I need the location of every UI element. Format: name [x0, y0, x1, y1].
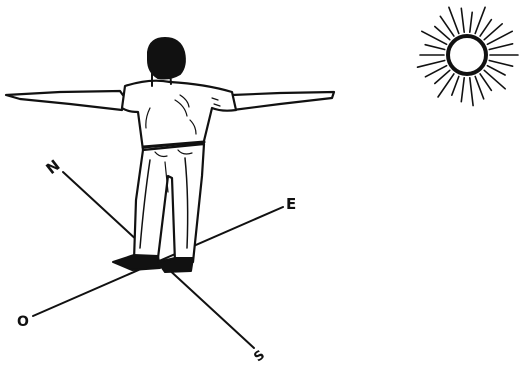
left-arm	[6, 91, 125, 110]
sun-ray	[480, 20, 491, 36]
sun-ray	[435, 27, 450, 40]
sun-ray	[470, 78, 473, 106]
sun-ray	[489, 44, 512, 50]
east-label: E	[286, 197, 296, 212]
left-shoe	[113, 255, 160, 270]
sun-ray	[435, 70, 450, 83]
sun-ray	[461, 8, 464, 32]
sun-ray	[461, 78, 464, 102]
sun-ray	[489, 61, 512, 67]
sun-ray	[470, 12, 472, 32]
sun-ray	[480, 74, 491, 91]
sun-ray	[487, 66, 505, 75]
person-figure	[6, 38, 334, 272]
torso	[122, 81, 236, 150]
sun-ray	[425, 45, 445, 50]
right-arm	[232, 92, 334, 110]
sun-icon	[418, 7, 519, 105]
sun-ray	[438, 74, 454, 97]
head	[148, 38, 185, 79]
sun-ray	[452, 77, 459, 96]
sun-ray	[418, 61, 445, 68]
west-label: O	[17, 315, 29, 329]
sun-ray	[475, 77, 484, 99]
right-shoe	[158, 258, 193, 272]
